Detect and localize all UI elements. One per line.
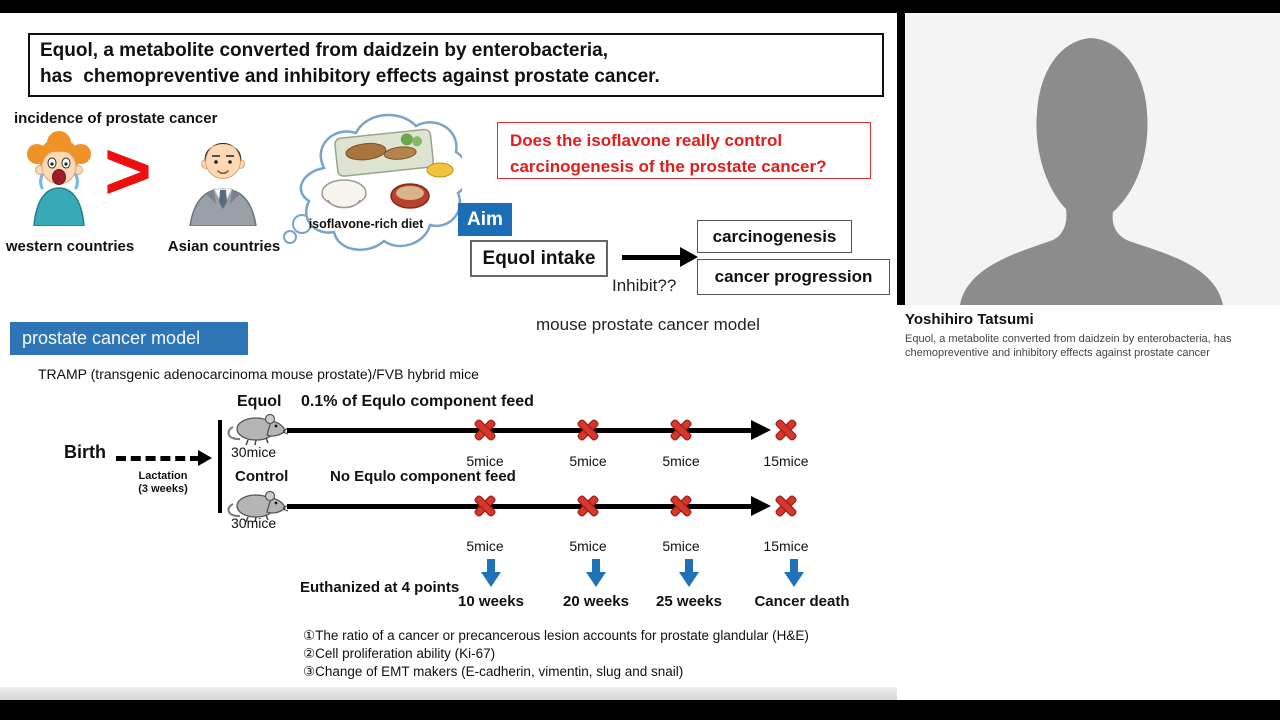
- birth-arrow-head: [198, 450, 212, 466]
- down-arrow-icon: [481, 559, 501, 587]
- isoflavone-diet-label: isoflavone-rich diet: [308, 217, 424, 231]
- sacrifice-cross-icon: [670, 419, 692, 441]
- title-line-2: has chemopreventive and inhibitory effec…: [40, 66, 660, 87]
- endpoint-item: ②Cell proliferation ability (Ki-67): [303, 646, 496, 661]
- sacrifice-cross-icon: [577, 419, 599, 441]
- equol-timeline-line: [287, 428, 753, 433]
- euthanized-label: Euthanized at 4 points: [300, 579, 460, 596]
- speaker-caption: Yoshihiro Tatsumi Equol, a metabolite co…: [897, 305, 1280, 700]
- slide-title-box: Equol, a metabolite converted from daidz…: [28, 33, 884, 97]
- speaker-photo: [905, 13, 1280, 305]
- equol-point-count: 5mice: [662, 453, 700, 469]
- mouse-icon: [227, 413, 288, 446]
- thought-bubble-diet-image: [283, 113, 462, 251]
- mouse-model-subtitle: mouse prostate cancer model: [536, 315, 760, 334]
- branch-line: [218, 420, 222, 513]
- control-group-label: Control: [235, 468, 289, 485]
- down-arrow-icon: [586, 559, 606, 587]
- control-point-count: 5mice: [466, 538, 504, 554]
- timepoint-label: 20 weeks: [563, 593, 629, 610]
- aim-badge: Aim: [458, 203, 512, 236]
- timepoint-label: 10 weeks: [458, 593, 524, 610]
- control-mice-count: 30mice: [231, 515, 277, 531]
- timepoint-label: 25 weeks: [656, 593, 722, 610]
- greater-than-symbol: >: [104, 126, 152, 217]
- control-timeline-arrow-head: [751, 496, 771, 516]
- speaker-silhouette: [960, 38, 1223, 305]
- equol-group-label: Equol: [237, 393, 282, 410]
- western-countries-label: western countries: [5, 238, 135, 255]
- down-arrow-icon: [679, 559, 699, 587]
- mouse-icon: [227, 490, 288, 523]
- endpoint-item: ③Change of EMT makers (E-cadherin, vimen…: [303, 664, 684, 679]
- sacrifice-cross-icon: [474, 495, 496, 517]
- lactation-weeks-label: (3 weeks): [138, 483, 188, 495]
- question-line-2: carcinogenesis of the prostate cancer?: [510, 157, 827, 176]
- timepoint-label: Cancer death: [754, 593, 850, 610]
- sacrifice-cross-icon: [775, 419, 797, 441]
- speaker-name: Yoshihiro Tatsumi: [905, 311, 1034, 328]
- endpoint-item: ①The ratio of a cancer or precancerous l…: [303, 628, 809, 643]
- equol-feed-label: 0.1% of Equlo component feed: [301, 393, 534, 410]
- speaker-description: Equol, a metabolite converted from daidz…: [905, 332, 1265, 360]
- control-point-count: 5mice: [569, 538, 607, 554]
- tramp-strain-label: TRAMP (transgenic adenocarcinoma mouse p…: [38, 366, 479, 382]
- carcinogenesis-box: carcinogenesis: [697, 220, 852, 253]
- equol-point-count: 5mice: [466, 453, 504, 469]
- inhibit-label: Inhibit??: [612, 276, 677, 295]
- equol-intake-box: Equol intake: [470, 240, 608, 277]
- equol-point-count: 15mice: [763, 453, 809, 469]
- question-box: Does the isoflavone really control carcin…: [497, 122, 871, 179]
- lactation-label: Lactation: [138, 470, 188, 482]
- sacrifice-cross-icon: [474, 419, 496, 441]
- control-point-count: 5mice: [662, 538, 700, 554]
- down-arrow-icon: [784, 559, 804, 587]
- slide-bottom-shadow: [0, 687, 913, 700]
- equol-mice-count: 30mice: [231, 444, 277, 460]
- sacrifice-cross-icon: [670, 495, 692, 517]
- speaker-description-line-1: Equol, a metabolite converted from daidz…: [905, 333, 1232, 345]
- birth-dashed-arrow: [116, 456, 200, 461]
- western-person-image: [27, 131, 91, 226]
- control-timeline-line: [287, 504, 753, 509]
- asian-countries-label: Asian countries: [167, 238, 281, 255]
- birth-label: Birth: [64, 442, 106, 462]
- control-feed-label: No Equlo component feed: [330, 468, 516, 485]
- sacrifice-cross-icon: [775, 495, 797, 517]
- title-line-1: Equol, a metabolite converted from daidz…: [40, 40, 609, 61]
- equol-timeline-arrow-head: [751, 420, 771, 440]
- sacrifice-cross-icon: [577, 495, 599, 517]
- aim-arrow-line: [622, 255, 682, 260]
- prostate-cancer-model-badge: prostate cancer model: [10, 322, 248, 355]
- speaker-description-line-2: chemopreventive and inhibitory effects a…: [905, 347, 1210, 359]
- control-point-count: 15mice: [763, 538, 809, 554]
- asian-person-image: [189, 143, 257, 226]
- question-line-1: Does the isoflavone really control: [510, 131, 783, 150]
- incidence-heading: incidence of prostate cancer: [14, 110, 218, 127]
- aim-arrow-head: [680, 247, 698, 267]
- cancer-progression-box: cancer progression: [697, 259, 890, 295]
- equol-point-count: 5mice: [569, 453, 607, 469]
